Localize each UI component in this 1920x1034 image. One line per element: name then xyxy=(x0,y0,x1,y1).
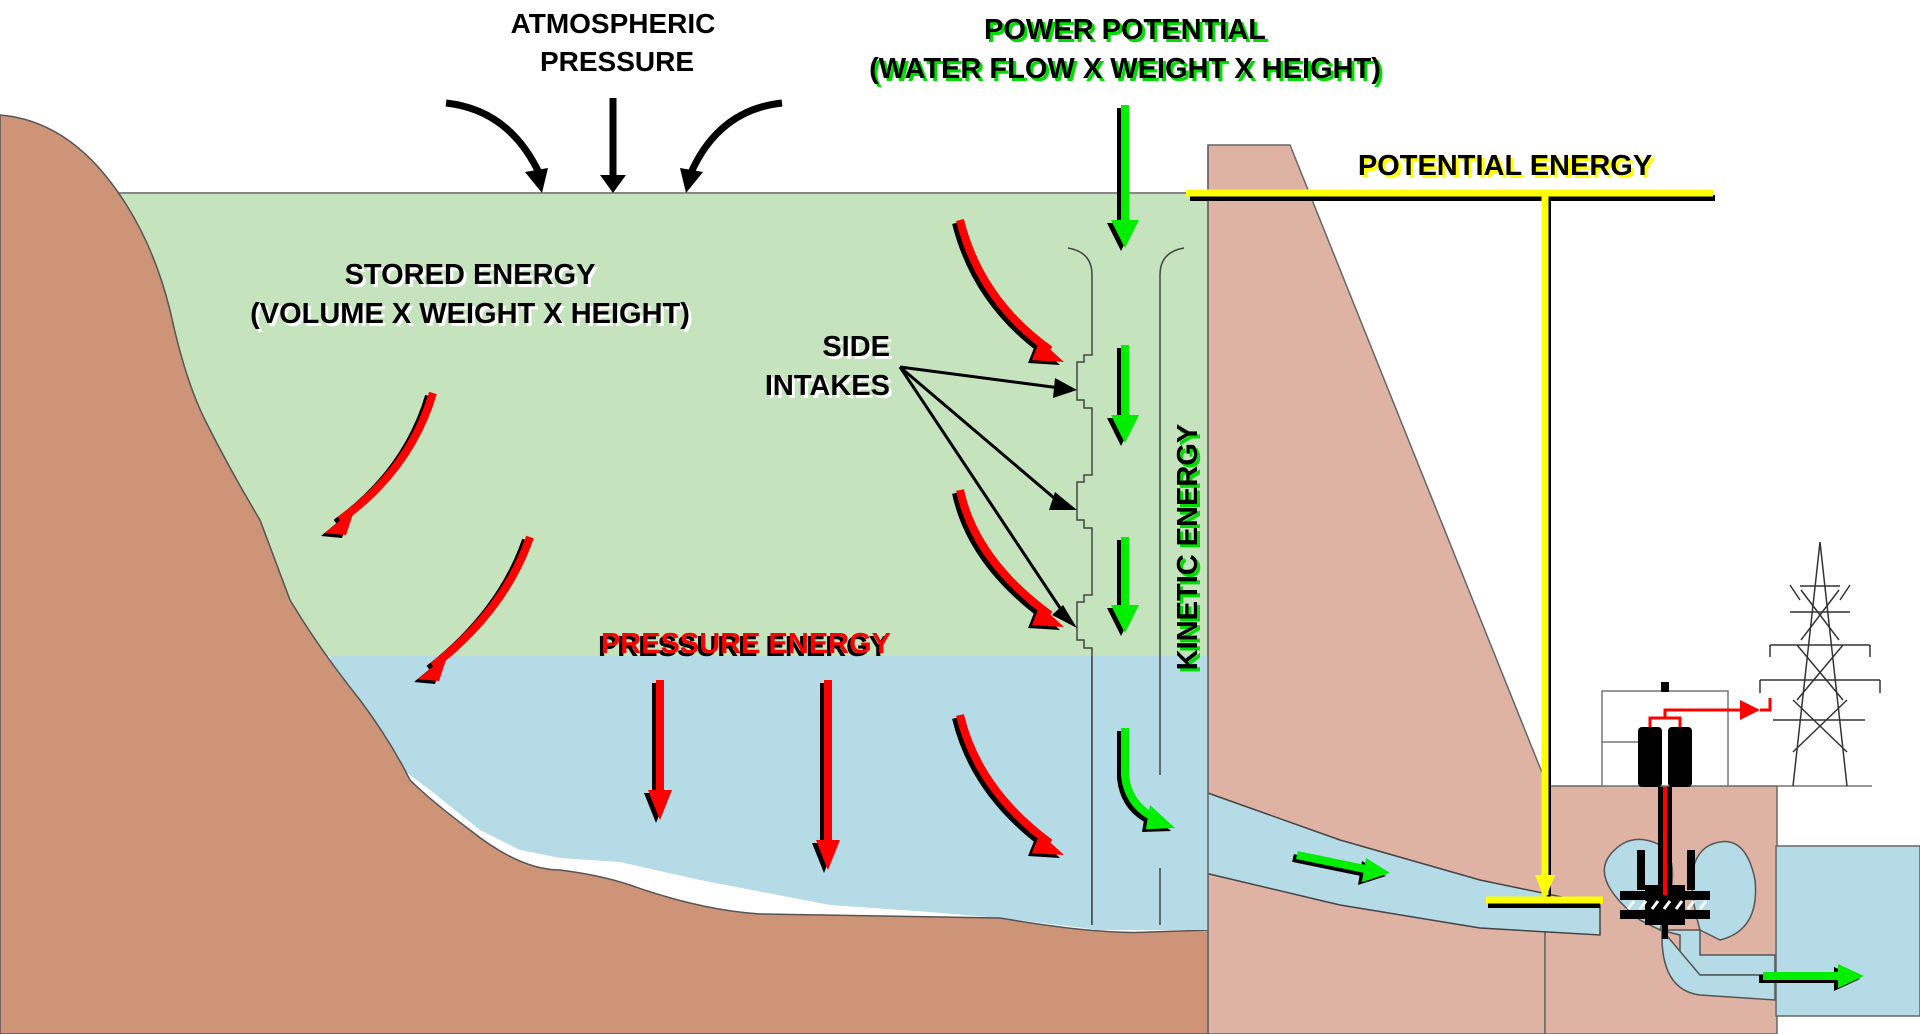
pressure-energy-text: PRESSURE ENERGY xyxy=(601,628,891,660)
atmospheric-pressure-arrows xyxy=(445,98,783,180)
power-output-line xyxy=(1648,708,1740,727)
side-intakes-line-2: INTAKES xyxy=(765,370,890,402)
hillside xyxy=(0,114,1211,1034)
shaft-water xyxy=(1092,656,1208,930)
generator-building xyxy=(1601,690,1729,787)
label-pressure-energy: PRESSURE ENERGY PRESSURE ENERGY xyxy=(598,628,891,663)
atmospheric-arrowheads xyxy=(525,168,703,193)
atm-arrow-right xyxy=(686,99,783,177)
kinetic-energy-text: KINETIC ENERGY xyxy=(1172,424,1204,671)
flow-arrows xyxy=(1111,105,1864,988)
atm-arrow-left xyxy=(445,99,544,177)
lower-reservoir xyxy=(330,656,1208,930)
stored-energy-line-2: (VOLUME X WEIGHT X HEIGHT) xyxy=(250,298,690,330)
power-potential-line-2: (WATER FLOW X WEIGHT X HEIGHT) xyxy=(869,53,1381,85)
stored-energy-shadow-2: (VOLUME X WEIGHT X HEIGHT) xyxy=(253,301,693,333)
side-intakes-line-1: SIDE xyxy=(822,331,890,363)
stored-energy-line-1: STORED ENERGY xyxy=(345,259,596,291)
shaft-power-line xyxy=(1663,725,1667,895)
intake-tower xyxy=(1067,247,1185,925)
power-output-arrowhead xyxy=(1740,700,1760,720)
pressure-arrows xyxy=(325,219,1064,870)
label-side-intakes: SIDE INTAKES SIDE INTAKES xyxy=(765,331,893,405)
pressure-energy-shadow: PRESSURE ENERGY xyxy=(598,631,888,663)
atm-line-1: ATMOSPHERIC xyxy=(511,8,716,39)
label-kinetic-energy: KINETIC ENERGY KINETIC ENERGY xyxy=(1172,424,1207,674)
potential-energy-text: POTENTIAL ENERGY xyxy=(1358,150,1652,182)
turbine-blades xyxy=(1626,900,1708,910)
potential-energy-indicator xyxy=(1186,189,1715,908)
power-potential-line-1: POWER POTENTIAL xyxy=(984,14,1266,46)
stored-energy-shadow-1: STORED ENERGY xyxy=(348,262,599,294)
atm-line-2: PRESSURE xyxy=(540,46,694,77)
power-potential-shadow-2: (WATER FLOW X WEIGHT X HEIGHT) xyxy=(872,56,1384,88)
label-power-potential: POWER POTENTIAL (WATER FLOW X WEIGHT X H… xyxy=(869,14,1384,88)
kinetic-energy-shadow: KINETIC ENERGY xyxy=(1175,427,1207,674)
side-intakes-shadow-1: SIDE xyxy=(825,334,893,366)
label-atmospheric-pressure: ATMOSPHERIC PRESSURE xyxy=(511,8,716,77)
tailrace xyxy=(1775,845,1920,1017)
upper-reservoir xyxy=(100,193,1208,656)
side-intake-pointers xyxy=(898,365,1072,624)
power-tower-link xyxy=(1760,698,1772,712)
side-intake-arrowheads xyxy=(1049,378,1077,628)
transmission-tower-icon xyxy=(1759,541,1881,787)
generator xyxy=(1638,727,1692,787)
side-intakes-shadow-2: INTAKES xyxy=(768,373,893,405)
potential-energy-shadow: POTENTIAL ENERGY xyxy=(1361,153,1655,185)
label-stored-energy: STORED ENERGY (VOLUME X WEIGHT X HEIGHT)… xyxy=(250,259,693,333)
power-potential-shadow-1: POWER POTENTIAL xyxy=(987,17,1269,49)
label-potential-energy: POTENTIAL ENERGY POTENTIAL ENERGY xyxy=(1358,150,1655,185)
building-vent xyxy=(1661,682,1669,692)
